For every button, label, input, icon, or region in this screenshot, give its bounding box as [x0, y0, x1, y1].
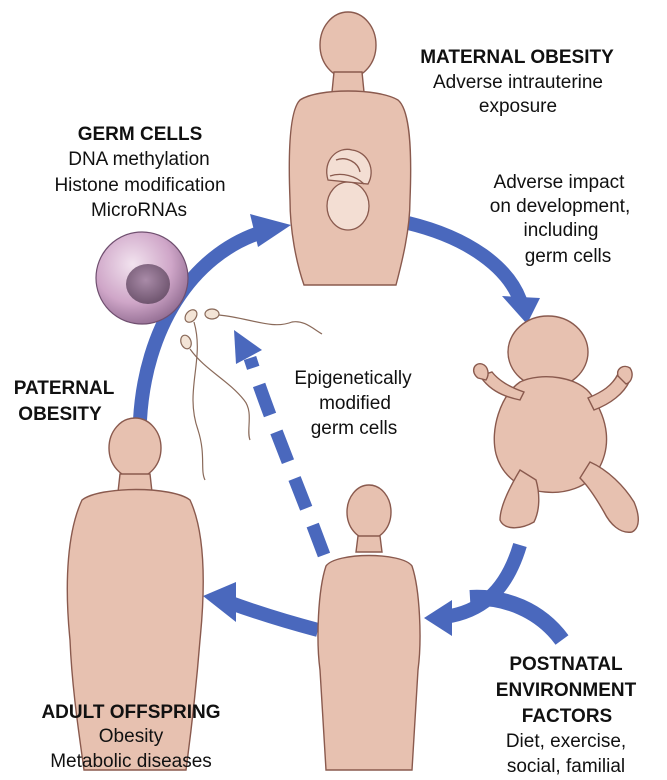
paternal-line-1: PATERNAL — [14, 378, 115, 399]
arrow-head-infant — [502, 296, 540, 324]
postnatal-line-2: social, familial — [507, 756, 625, 777]
postnatal-title-1: POSTNATAL — [509, 654, 623, 675]
arrow-head-adult — [203, 582, 236, 622]
arrow-head-mother — [250, 214, 291, 247]
development-line-2: on development, — [490, 196, 631, 217]
development-line-3: including — [524, 220, 599, 241]
germ-cells-line-3: MicroRNAs — [91, 200, 187, 221]
adult-title: ADULT OFFSPRING — [41, 702, 220, 723]
postnatal-line-1: Diet, exercise, — [506, 731, 626, 752]
father-figure — [66, 417, 204, 771]
postnatal-title-2: ENVIRONMENT — [496, 680, 637, 701]
maternal-title: MATERNAL OBESITY — [420, 47, 614, 68]
development-line-4: germ cells — [525, 246, 612, 267]
germ-cell-icon — [95, 231, 189, 325]
arrow-mother-to-infant — [406, 216, 527, 303]
germ-cells-line-1: DNA methylation — [68, 149, 210, 170]
epigenetic-line-3: germ cells — [311, 418, 398, 439]
arrow-epigenetic-dashed — [243, 356, 331, 558]
postnatal-title-3: FACTORS — [522, 706, 612, 727]
epigenetic-line-1: Epigenetically — [294, 368, 412, 389]
adult-line-1: Obesity — [99, 726, 164, 747]
arrow-child-to-adult — [225, 595, 320, 637]
germ-cells-title: GERM CELLS — [78, 124, 203, 145]
germ-cells-line-2: Histone modification — [54, 175, 225, 196]
fetus — [326, 148, 372, 231]
arrow-postnatal-input — [469, 589, 569, 645]
maternal-line-1: Adverse intrauterine — [433, 72, 603, 93]
sperm-icon — [180, 308, 323, 481]
adult-line-2: Metabolic diseases — [50, 751, 212, 772]
epigenetic-line-2: modified — [319, 393, 391, 414]
development-line-1: Adverse impact — [494, 172, 626, 193]
labels: MATERNAL OBESITY Adverse intrauterine ex… — [14, 47, 637, 777]
mother-figure — [288, 11, 412, 286]
infant-figure — [472, 315, 639, 533]
arrow-head-child — [424, 600, 452, 636]
arrow-head-epigenetic — [234, 330, 262, 364]
maternal-line-2: exposure — [479, 96, 557, 117]
paternal-line-2: OBESITY — [18, 404, 102, 425]
cycle-arrows — [133, 214, 569, 645]
child-figure — [317, 484, 421, 771]
